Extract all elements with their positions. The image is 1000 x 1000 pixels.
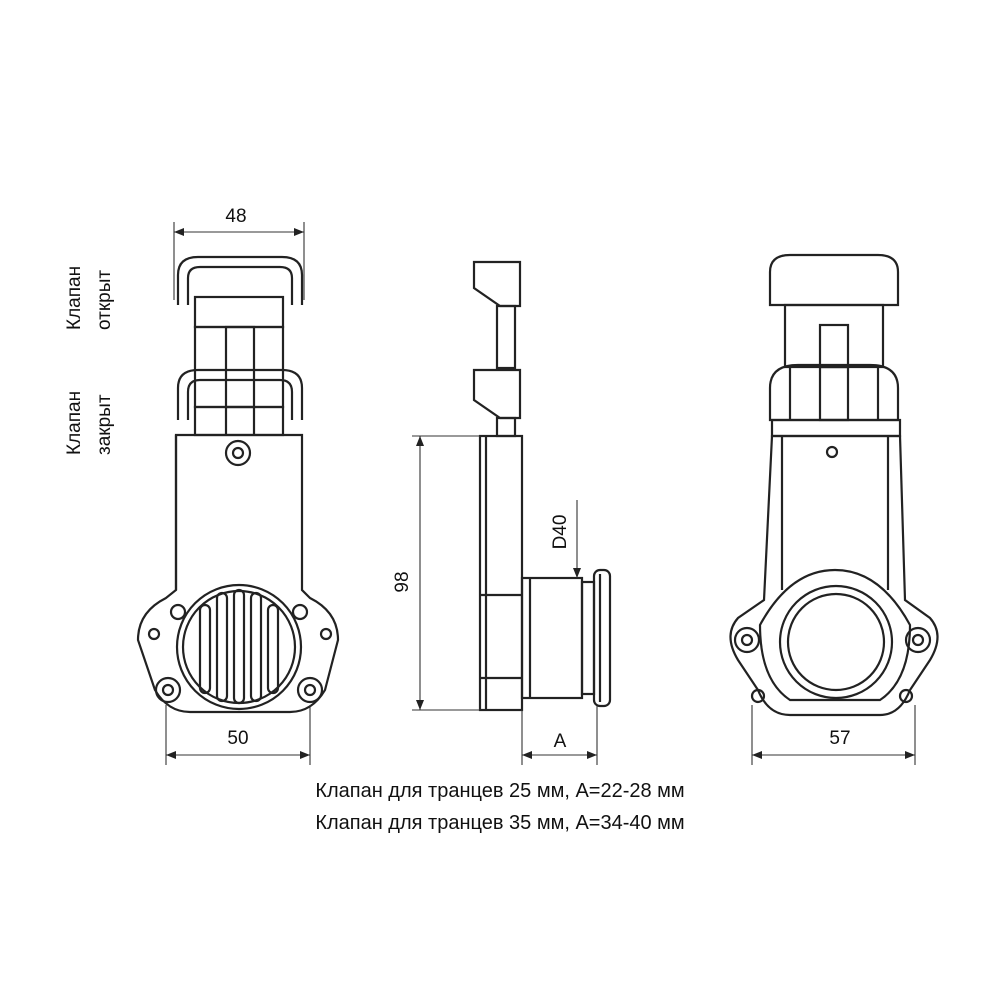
label-valve-open-line2: открыт [94, 270, 115, 330]
grille-slot [232, 588, 246, 705]
arrow-icon [522, 751, 532, 759]
arrow-icon [294, 228, 304, 236]
side-stem-lower [495, 416, 517, 438]
dim-label-a: A [554, 731, 567, 752]
rear-view: 57 [729, 253, 939, 765]
grille-outer [175, 583, 303, 711]
dim-label-57: 57 [829, 728, 850, 749]
handle-closed-inner [186, 378, 294, 420]
arrow-icon [905, 751, 915, 759]
handle-open-outline [176, 255, 304, 305]
arrow-icon [174, 228, 184, 236]
arrow-icon [587, 751, 597, 759]
arrow-icon [573, 568, 581, 578]
rear-port-inner [786, 592, 886, 692]
side-flange-nut [592, 568, 612, 708]
rear-rod-lower [818, 365, 850, 422]
screw-icon [825, 445, 839, 459]
rear-handle-cap [768, 253, 900, 307]
side-body [478, 434, 524, 712]
bolt-hole-icon [898, 688, 914, 704]
grille-slot [249, 591, 263, 703]
front-view: 48 [136, 206, 340, 765]
rear-body [729, 434, 939, 717]
stem-collar [193, 405, 285, 437]
rear-stem [783, 303, 885, 369]
rear-nut [768, 363, 900, 422]
grille-slot [198, 603, 212, 695]
side-view: 98 D40 A [392, 260, 612, 765]
bolt-hole-icon [147, 627, 161, 641]
rear-stem-rod [818, 323, 850, 369]
bolt-hole-center [911, 633, 925, 647]
bolt-hole-icon [154, 676, 182, 704]
grille-slot [215, 591, 229, 703]
caption-line-1: Клапан для транцев 25 мм, A=22-28 мм [315, 780, 685, 802]
label-valve-open-line1: Клапан [64, 266, 85, 330]
dim-label-48: 48 [225, 206, 246, 227]
stem-rod [224, 325, 256, 409]
label-valve-closed-line1: Клапан [64, 391, 85, 455]
rear-flange [758, 568, 912, 702]
screw-icon [224, 439, 252, 467]
caption-line-2: Клапан для транцев 35 мм, A=34-40 мм [315, 812, 685, 834]
rear-collar [770, 418, 902, 438]
label-valve-closed-line2: закрыт [94, 394, 115, 455]
bolt-hole-icon [733, 626, 761, 654]
arrow-icon [416, 436, 424, 446]
stem-cap [193, 295, 285, 329]
dim-label-98: 98 [392, 571, 413, 592]
valve-body [136, 433, 340, 714]
side-handle-closed [472, 368, 522, 420]
bolt-hole-icon [319, 627, 333, 641]
arrow-icon [752, 751, 762, 759]
bolt-hole-icon [904, 626, 932, 654]
rear-port-outer [778, 584, 894, 700]
handle-closed-outline [176, 368, 304, 420]
arrow-icon [300, 751, 310, 759]
screw-icon [291, 603, 309, 621]
bolt-hole-center [303, 683, 317, 697]
bolt-hole-icon [296, 676, 324, 704]
bolt-hole-center [740, 633, 754, 647]
grille-slot [266, 603, 280, 695]
bolt-hole-center [161, 683, 175, 697]
handle-open-inner [186, 265, 294, 305]
stem-body [193, 325, 285, 409]
arrow-icon [416, 700, 424, 710]
dim-label-50: 50 [227, 728, 248, 749]
arrow-icon [166, 751, 176, 759]
label-valve-open: Клапан открыт [64, 266, 115, 330]
side-stem [495, 304, 517, 370]
label-valve-closed: Клапан закрыт [64, 391, 115, 455]
screw-center [231, 446, 245, 460]
dim-label-d40: D40 [550, 515, 571, 550]
bolt-hole-icon [750, 688, 766, 704]
screw-icon [169, 603, 187, 621]
side-handle-open [472, 260, 522, 308]
side-port-ring [580, 580, 596, 696]
